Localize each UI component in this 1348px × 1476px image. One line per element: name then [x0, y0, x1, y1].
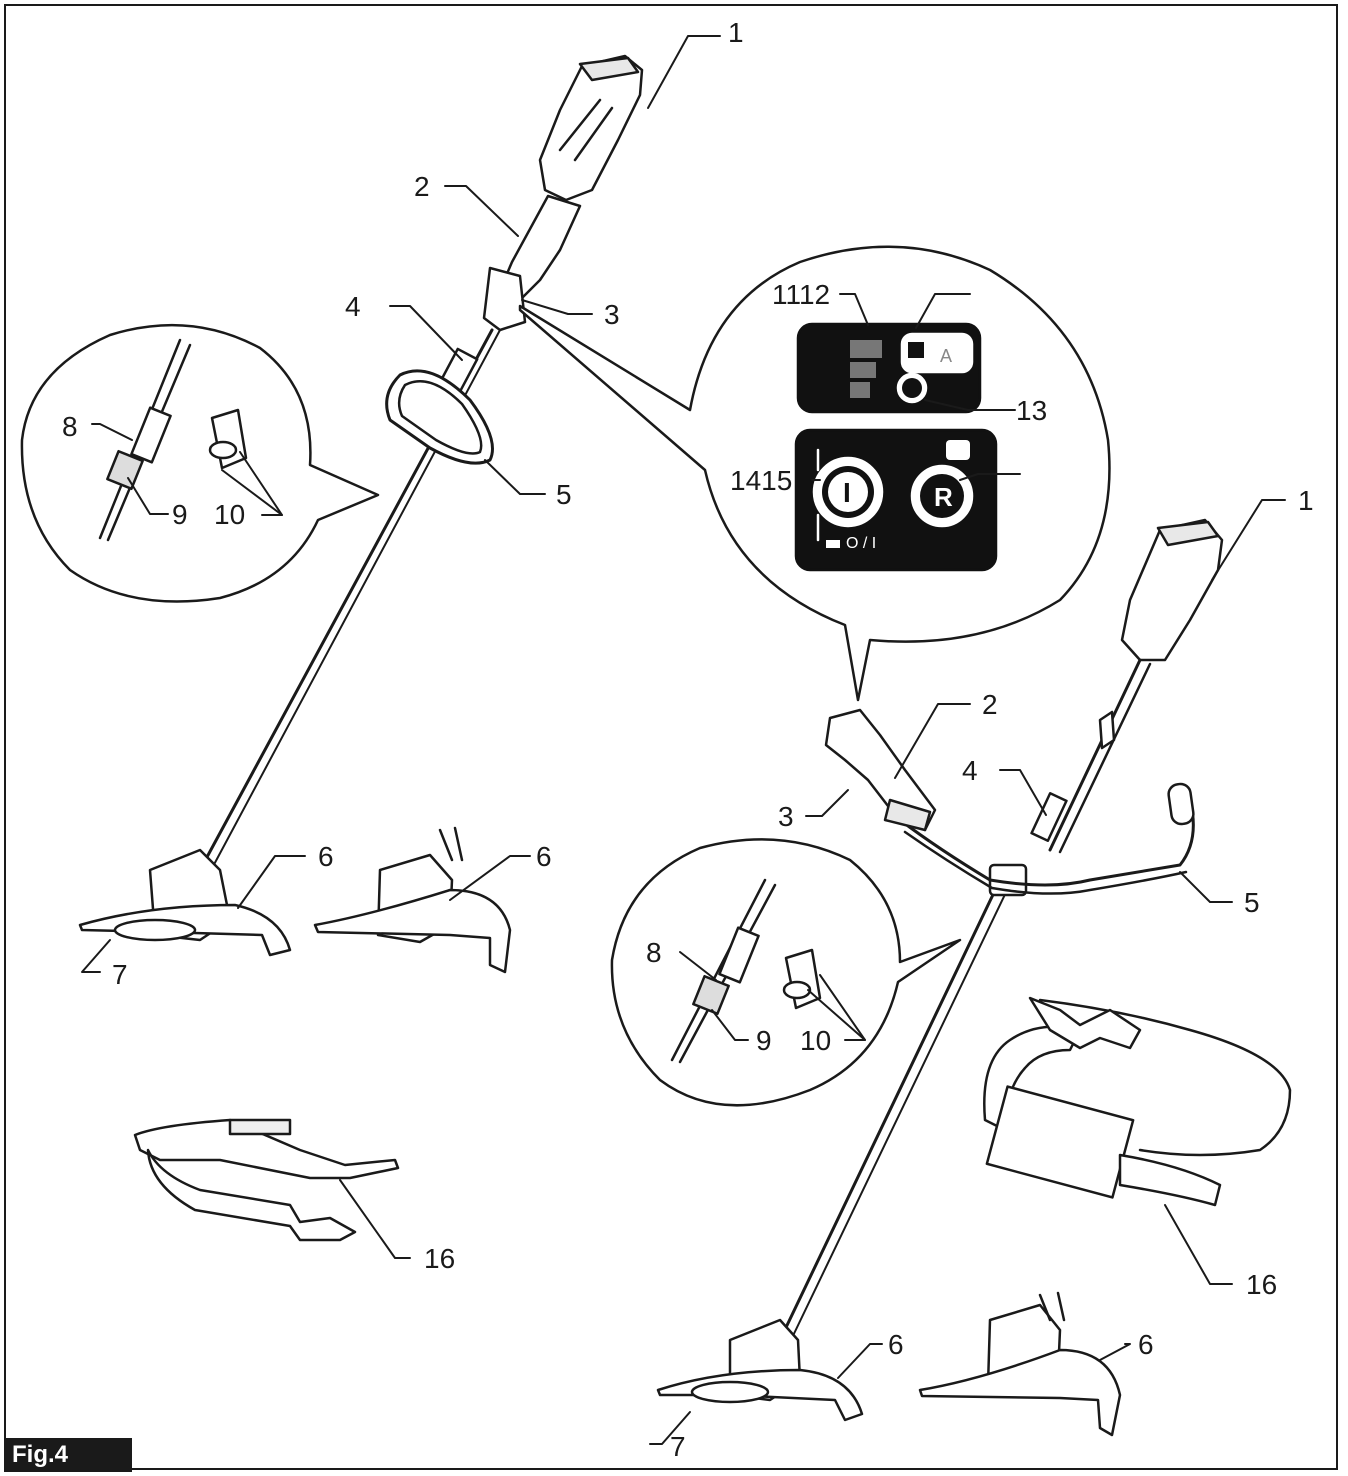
callout-2-left: 2	[414, 171, 430, 202]
figure-frame	[4, 4, 1338, 1470]
left-loop-handle	[385, 369, 494, 465]
left-trimmer	[78, 54, 644, 957]
callout-8-left: 8	[62, 411, 78, 442]
callout-16-left: 16	[424, 1243, 455, 1274]
left-rear-grip	[498, 194, 582, 302]
callout-6-right-b: 6	[1138, 1329, 1154, 1360]
left-switch-box	[482, 266, 527, 332]
callout-9-left: 9	[172, 499, 188, 530]
right-shaft	[778, 878, 1002, 1342]
right-bike-handle	[898, 798, 1195, 887]
callout-7-left: 7	[112, 959, 128, 990]
right-detail-bubble	[610, 838, 962, 1107]
power-button-glyph: I	[843, 477, 851, 508]
callout-1-right: 1	[1298, 485, 1314, 516]
right-trimmer	[656, 518, 1224, 1422]
callout-16-right: 16	[1246, 1269, 1277, 1300]
callout-10-left: 10	[214, 499, 245, 530]
callout-13: 13	[1016, 395, 1047, 426]
reverse-button-glyph: R	[934, 482, 953, 512]
left-battery	[538, 54, 644, 202]
leader-lines	[81, 35, 1286, 1445]
callout-6-right-a: 6	[888, 1329, 904, 1360]
callout-9-right: 9	[756, 1025, 772, 1056]
right-harness	[983, 996, 1292, 1207]
callout-8-right: 8	[646, 937, 662, 968]
callout-5-left: 5	[556, 479, 572, 510]
power-mode-text: O / I	[846, 535, 876, 552]
callout-4-left: 4	[345, 291, 361, 322]
callout-11-12: 1112	[772, 279, 830, 310]
callout-5-right: 5	[1244, 887, 1260, 918]
right-trimmer-head-variant	[918, 1291, 1122, 1437]
callout-6-left-b: 6	[536, 841, 552, 872]
figure-label: Fig.4	[4, 1438, 132, 1472]
callout-6-left-a: 6	[318, 841, 334, 872]
callout-1-left: 1	[728, 17, 744, 48]
callout-numbers: 1 2 3 4 5 6 6 7 8 9 10 1112 13 1415 16 1…	[62, 17, 1314, 1462]
left-strap	[133, 1118, 400, 1242]
callout-10-right: 10	[800, 1025, 831, 1056]
callout-3-right: 3	[778, 801, 794, 832]
left-trimmer-head-variant	[313, 826, 512, 974]
left-detail-bubble	[20, 323, 380, 603]
callout-4-right: 4	[962, 755, 978, 786]
panel-glyphs: A I R O / I	[843, 346, 953, 552]
auto-mode-glyph: A	[940, 346, 952, 366]
callout-7-right: 7	[670, 1431, 686, 1462]
callout-14-15: 1415	[730, 465, 792, 496]
callout-3-left: 3	[604, 299, 620, 330]
callout-2-right: 2	[982, 689, 998, 720]
control-panel-bubble	[518, 245, 1111, 702]
